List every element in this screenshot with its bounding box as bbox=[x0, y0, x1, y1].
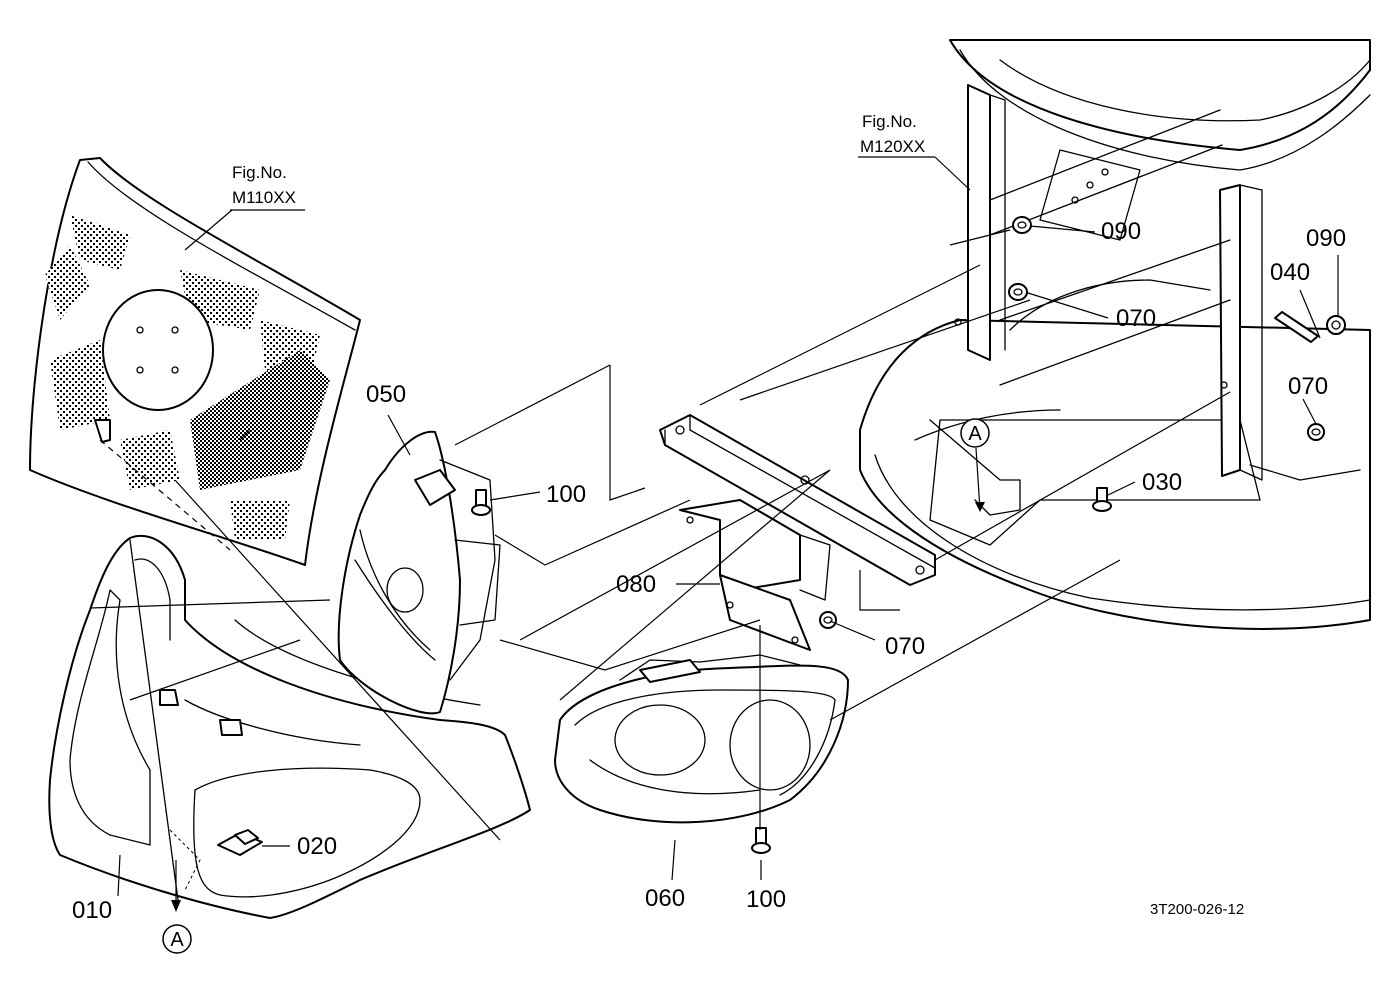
label-050: 050 bbox=[366, 381, 406, 408]
washer-070-right bbox=[1307, 423, 1325, 441]
bolt-100-lower bbox=[751, 827, 771, 854]
label-030: 030 bbox=[1142, 469, 1182, 496]
label-100-lower: 100 bbox=[746, 886, 786, 913]
hood-panel bbox=[29, 157, 361, 566]
reference-marker-upper: A bbox=[960, 418, 990, 448]
washer-070-lower bbox=[819, 611, 837, 629]
hardware bbox=[217, 216, 1346, 856]
label-020: 020 bbox=[297, 833, 337, 860]
reference-letter: A bbox=[968, 423, 982, 445]
label-070-lower: 070 bbox=[885, 633, 925, 660]
headlight-050 bbox=[337, 430, 501, 715]
figure-ref-line1: Fig.No. bbox=[862, 112, 917, 131]
label-090-right: 090 bbox=[1306, 225, 1346, 252]
diagram-code: 3T200-026-12 bbox=[1150, 901, 1244, 918]
assembly-lines bbox=[89, 229, 1231, 841]
figure-ref-m110xx: Fig.No. M110XX bbox=[232, 163, 296, 207]
reference-letter: A bbox=[170, 929, 184, 951]
label-leaders bbox=[117, 156, 1339, 897]
label-060: 060 bbox=[645, 885, 685, 912]
label-040: 040 bbox=[1270, 259, 1310, 286]
tractor-frame-body bbox=[859, 39, 1371, 630]
pin-040 bbox=[1274, 311, 1319, 343]
label-100-upper: 100 bbox=[546, 481, 586, 508]
bolt-030 bbox=[1092, 487, 1112, 512]
nut-020 bbox=[217, 829, 263, 856]
reference-a-arrows bbox=[171, 447, 985, 912]
washer-090-right bbox=[1326, 315, 1346, 335]
washer-070-upper bbox=[1008, 283, 1028, 301]
bracket-080 bbox=[659, 414, 936, 651]
front-grille-010 bbox=[48, 534, 531, 919]
label-080: 080 bbox=[616, 571, 656, 598]
figure-ref-m120xx: Fig.No. M120XX bbox=[860, 112, 925, 156]
bolt-100-upper bbox=[471, 489, 491, 516]
figure-ref-line2: M120XX bbox=[860, 137, 925, 156]
label-070-right: 070 bbox=[1288, 373, 1328, 400]
figure-ref-line1: Fig.No. bbox=[232, 163, 287, 182]
label-090-left: 090 bbox=[1101, 218, 1141, 245]
label-070-upper: 070 bbox=[1116, 305, 1156, 332]
washer-090-left bbox=[1012, 216, 1032, 234]
headlight-060 bbox=[554, 654, 849, 824]
label-010: 010 bbox=[72, 897, 112, 924]
reference-marker-lower: A bbox=[162, 924, 192, 954]
figure-ref-line2: M110XX bbox=[232, 188, 296, 207]
